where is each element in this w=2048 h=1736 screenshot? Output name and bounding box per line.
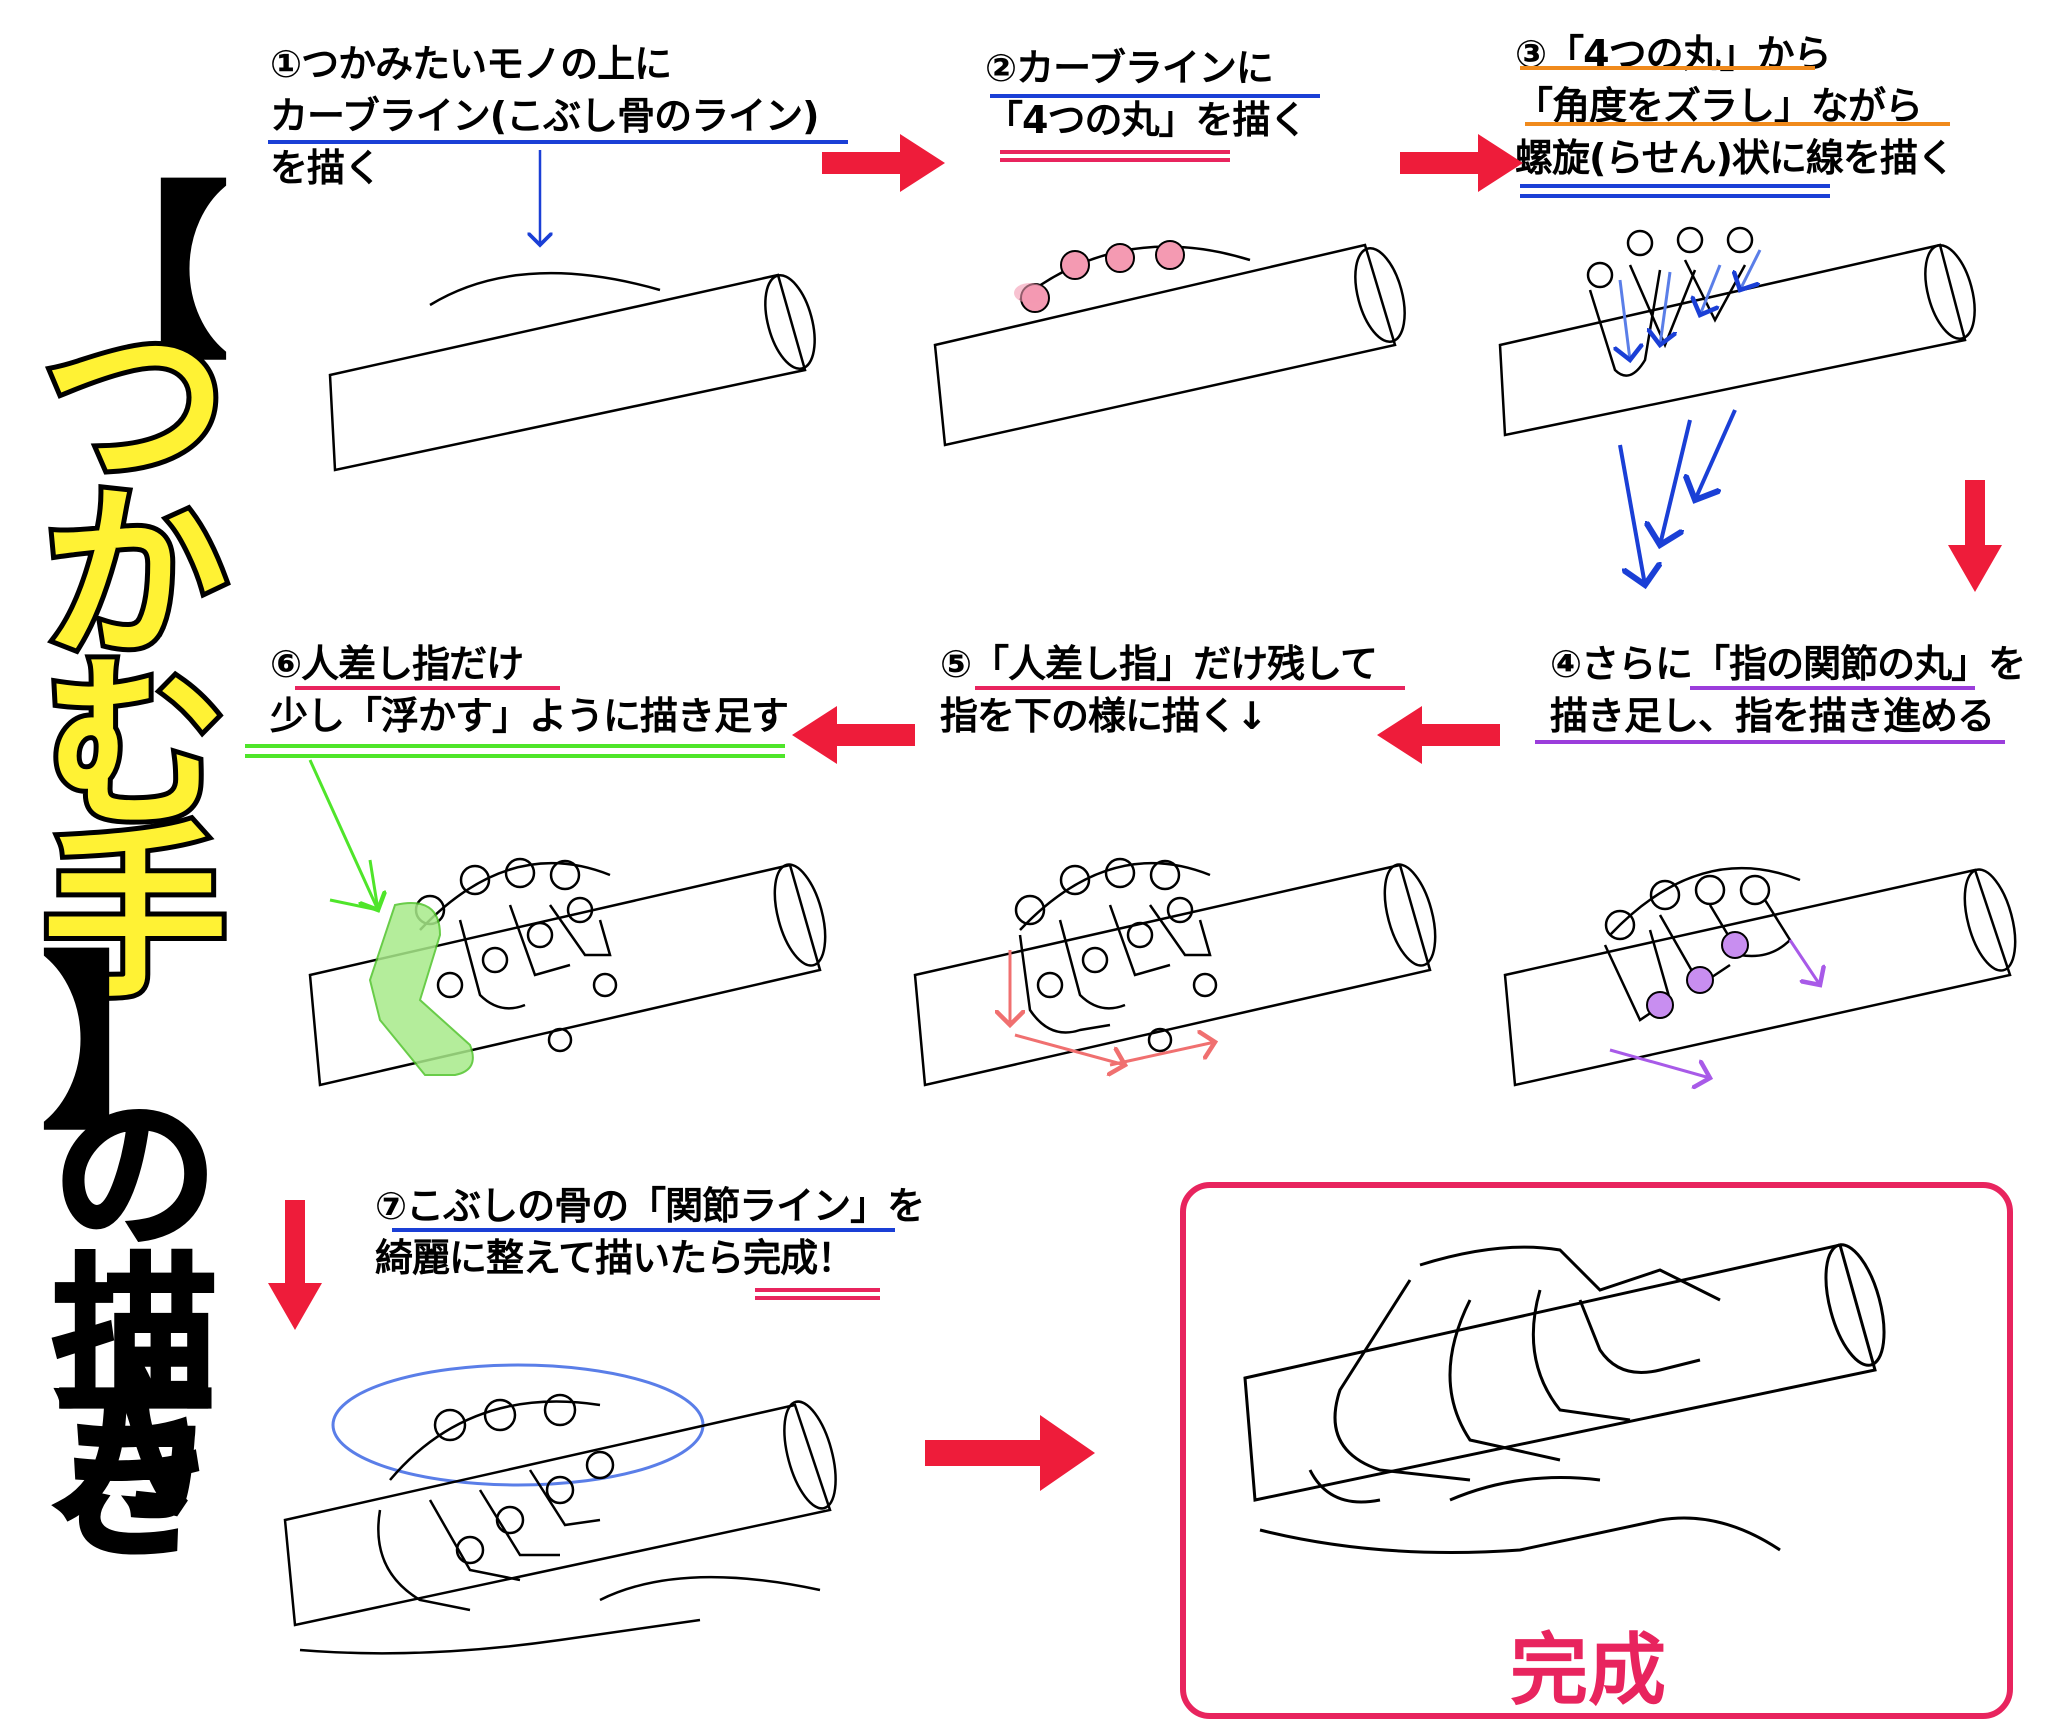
arrow-right-3 bbox=[925, 1415, 1095, 1491]
step-7-drawing bbox=[283, 1363, 837, 1655]
title-bracket-open: 【 bbox=[41, 167, 230, 383]
title-char-ki: き bbox=[51, 1388, 220, 1582]
title-char-kaku: 描 bbox=[51, 1238, 220, 1432]
step-6-drawing bbox=[308, 759, 827, 1087]
step-6-caption: ⑥人差し指だけ 少し「浮かす」ように描き足す bbox=[270, 638, 789, 742]
page-title: 【 つ か む 手 】 の 描 き 方 bbox=[30, 167, 240, 1582]
step-3-line-3: 螺旋(らせん)状に線を描く bbox=[1515, 136, 1955, 180]
step-1-line-2: カーブライン(こぶし骨のライン) bbox=[270, 94, 819, 138]
title-char-te: 手 bbox=[38, 807, 233, 1023]
step-1-line-3: を描く bbox=[270, 146, 382, 190]
step-4-line-1: ④さらに「指の関節の丸」を bbox=[1550, 642, 2026, 686]
step-3-drawing bbox=[1498, 226, 1976, 585]
step-2-line-2: 「4つの丸」を描く bbox=[985, 98, 1307, 142]
arrow-left-1 bbox=[1377, 706, 1500, 764]
step-7-caption: ⑦こぶしの骨の「関節ライン」を 綺麗に整えて描いたら完成！ bbox=[375, 1180, 925, 1284]
step-4-caption: ④さらに「指の関節の丸」を 描き足し、指を描き進める bbox=[1550, 638, 2026, 742]
step-6-line-2: 少し「浮かす」ように描き足す bbox=[270, 694, 789, 738]
title-char-kata-visible: 方 bbox=[51, 1348, 220, 1542]
finished-drawing bbox=[1243, 1243, 1886, 1554]
step-4-line-2: 描き足し、指を描き進める bbox=[1550, 694, 1995, 738]
arrow-right-2 bbox=[1400, 134, 1523, 192]
arrow-left-2 bbox=[792, 706, 915, 764]
arrow-down-2 bbox=[268, 1200, 322, 1330]
step-7-line-1: ⑦こぶしの骨の「関節ライン」を bbox=[375, 1184, 925, 1228]
step-1-drawing bbox=[328, 150, 816, 472]
step-2-caption: ②カーブラインに 「4つの丸」を描く bbox=[985, 42, 1307, 146]
step-2-drawing bbox=[933, 240, 1406, 447]
caption-underlines bbox=[245, 66, 2005, 1300]
arrow-down-1 bbox=[1948, 480, 2002, 592]
title-char-tsu: つ bbox=[38, 297, 233, 513]
step-1-line-1: ①つかみたいモノの上に bbox=[270, 42, 672, 86]
step-3-line-2: 「角度をズラし」ながら bbox=[1515, 84, 1923, 128]
step-1-caption: ①つかみたいモノの上に カーブライン(こぶし骨のライン) を描く bbox=[270, 38, 819, 194]
step-5-line-1: ⑤「人差し指」だけ残して bbox=[940, 642, 1378, 686]
title-char-ka: か bbox=[38, 467, 233, 683]
arrow-right-1 bbox=[822, 134, 945, 192]
step-5-line-2: 指を下の様に描く↓ bbox=[940, 694, 1268, 738]
title-char-mu: む bbox=[38, 637, 233, 853]
step-6-line-1: ⑥人差し指だけ bbox=[270, 642, 524, 686]
finished-label: 完成 bbox=[1510, 1626, 1667, 1716]
step-4-drawing bbox=[1503, 867, 2017, 1085]
step-2-line-1: ②カーブラインに bbox=[985, 46, 1274, 90]
step-5-drawing bbox=[913, 857, 1437, 1087]
step-arrows bbox=[268, 134, 2002, 1491]
title-bracket-close: 】 bbox=[41, 937, 230, 1153]
finished-frame bbox=[1180, 1182, 2013, 1719]
step-5-caption: ⑤「人差し指」だけ残して 指を下の様に描く↓ bbox=[940, 638, 1378, 742]
step-7-line-2: 綺麗に整えて描いたら完成！ bbox=[375, 1236, 855, 1280]
title-char-no: の bbox=[51, 1078, 220, 1272]
